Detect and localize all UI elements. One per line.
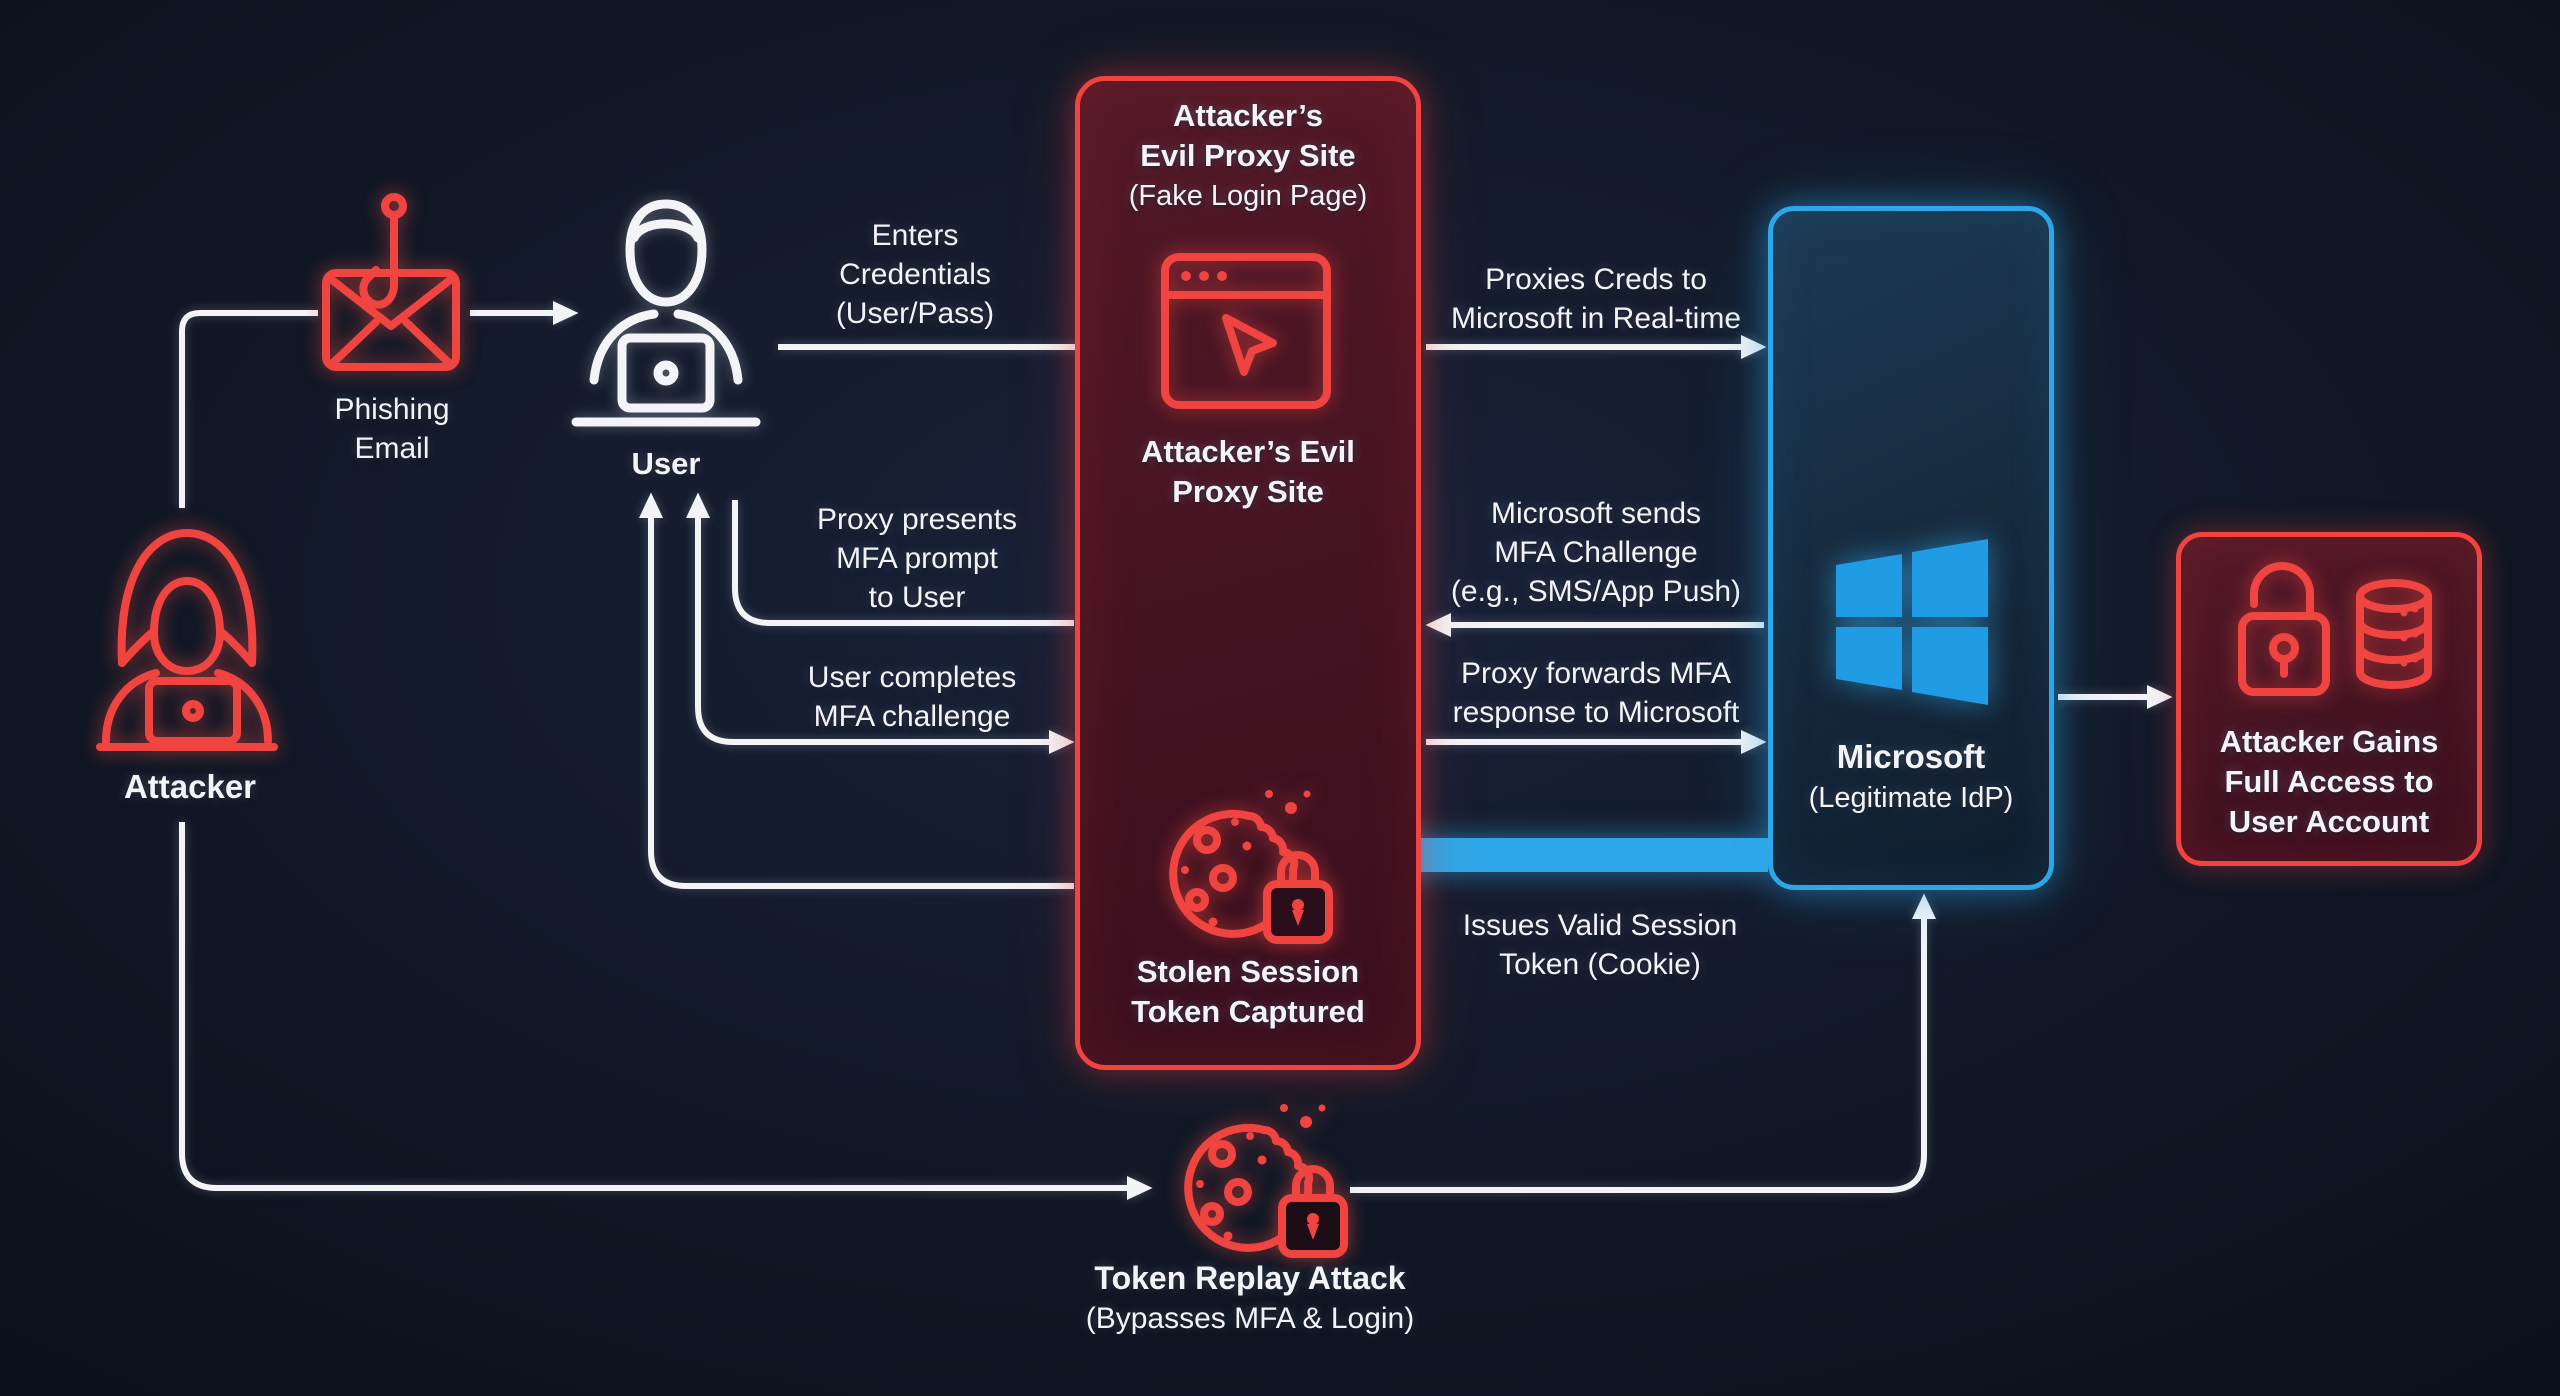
token-replay-cookie-icon [1184,1104,1348,1258]
microsoft-label: Microsoft (Legitimate IdP) [1808,738,2014,814]
evil-proxy-site-label: Attacker’s Evil Proxy Site [1141,434,1355,509]
attacker-label: Attacker [123,768,257,805]
open-shackle [2250,562,2314,620]
account-access-label: Attacker Gains Full Access to User Accou… [2219,724,2439,839]
connector-token-replay-to-microsoft [1350,893,1936,1193]
token-replay-label: Token Replay Attack (Bypasses MFA & Logi… [1085,1260,1415,1335]
connector-attacker-to-token-replay [179,822,1153,1200]
unlocked-account-icon [2238,562,2432,696]
phishing-email-label: Phishing Email [334,393,450,465]
proxies-creds-label: Proxies Creds to Microsoft in Real-time [1450,263,1742,335]
connector-proxy-session-to-user [639,492,1074,889]
connector-attacker-to-phishing-email [179,310,318,508]
user-label: User [631,446,701,481]
proxy-presents-mfa-label: Proxy presents MFA prompt to User [816,503,1018,614]
issues-token-arrow [1334,812,1768,898]
user-icon [571,199,761,427]
lock-icon [1263,851,1333,944]
mfa-challenge-label: Microsoft sends MFA Challenge (e.g., SMS… [1450,497,1742,608]
lock-icon [1278,1165,1348,1258]
phishing-email-icon [322,193,460,371]
issues-token-label: Issues Valid Session Token (Cookie) [1462,909,1738,981]
enters-credentials-label: Enters Credentials (User/Pass) [835,219,995,330]
windows-logo-icon [1836,539,1988,705]
fake-login-browser-icon [1161,253,1331,409]
proxy-forwards-mfa-label: Proxy forwards MFA response to Microsoft [1452,657,1740,729]
database-icon [2356,579,2432,613]
evil-proxy-box [1075,76,1421,1070]
stolen-token-label: Stolen Session Token Captured [1131,954,1365,1029]
attacker-icon [96,529,278,751]
microsoft-box [1768,206,2054,890]
connector-user-completes-mfa [686,492,1075,754]
evil-proxy-title: Attacker’s Evil Proxy Site (Fake Login P… [1128,98,1368,212]
user-completes-mfa-label: User completes MFA challenge [807,661,1017,733]
stolen-session-cookie-icon [1169,790,1333,944]
